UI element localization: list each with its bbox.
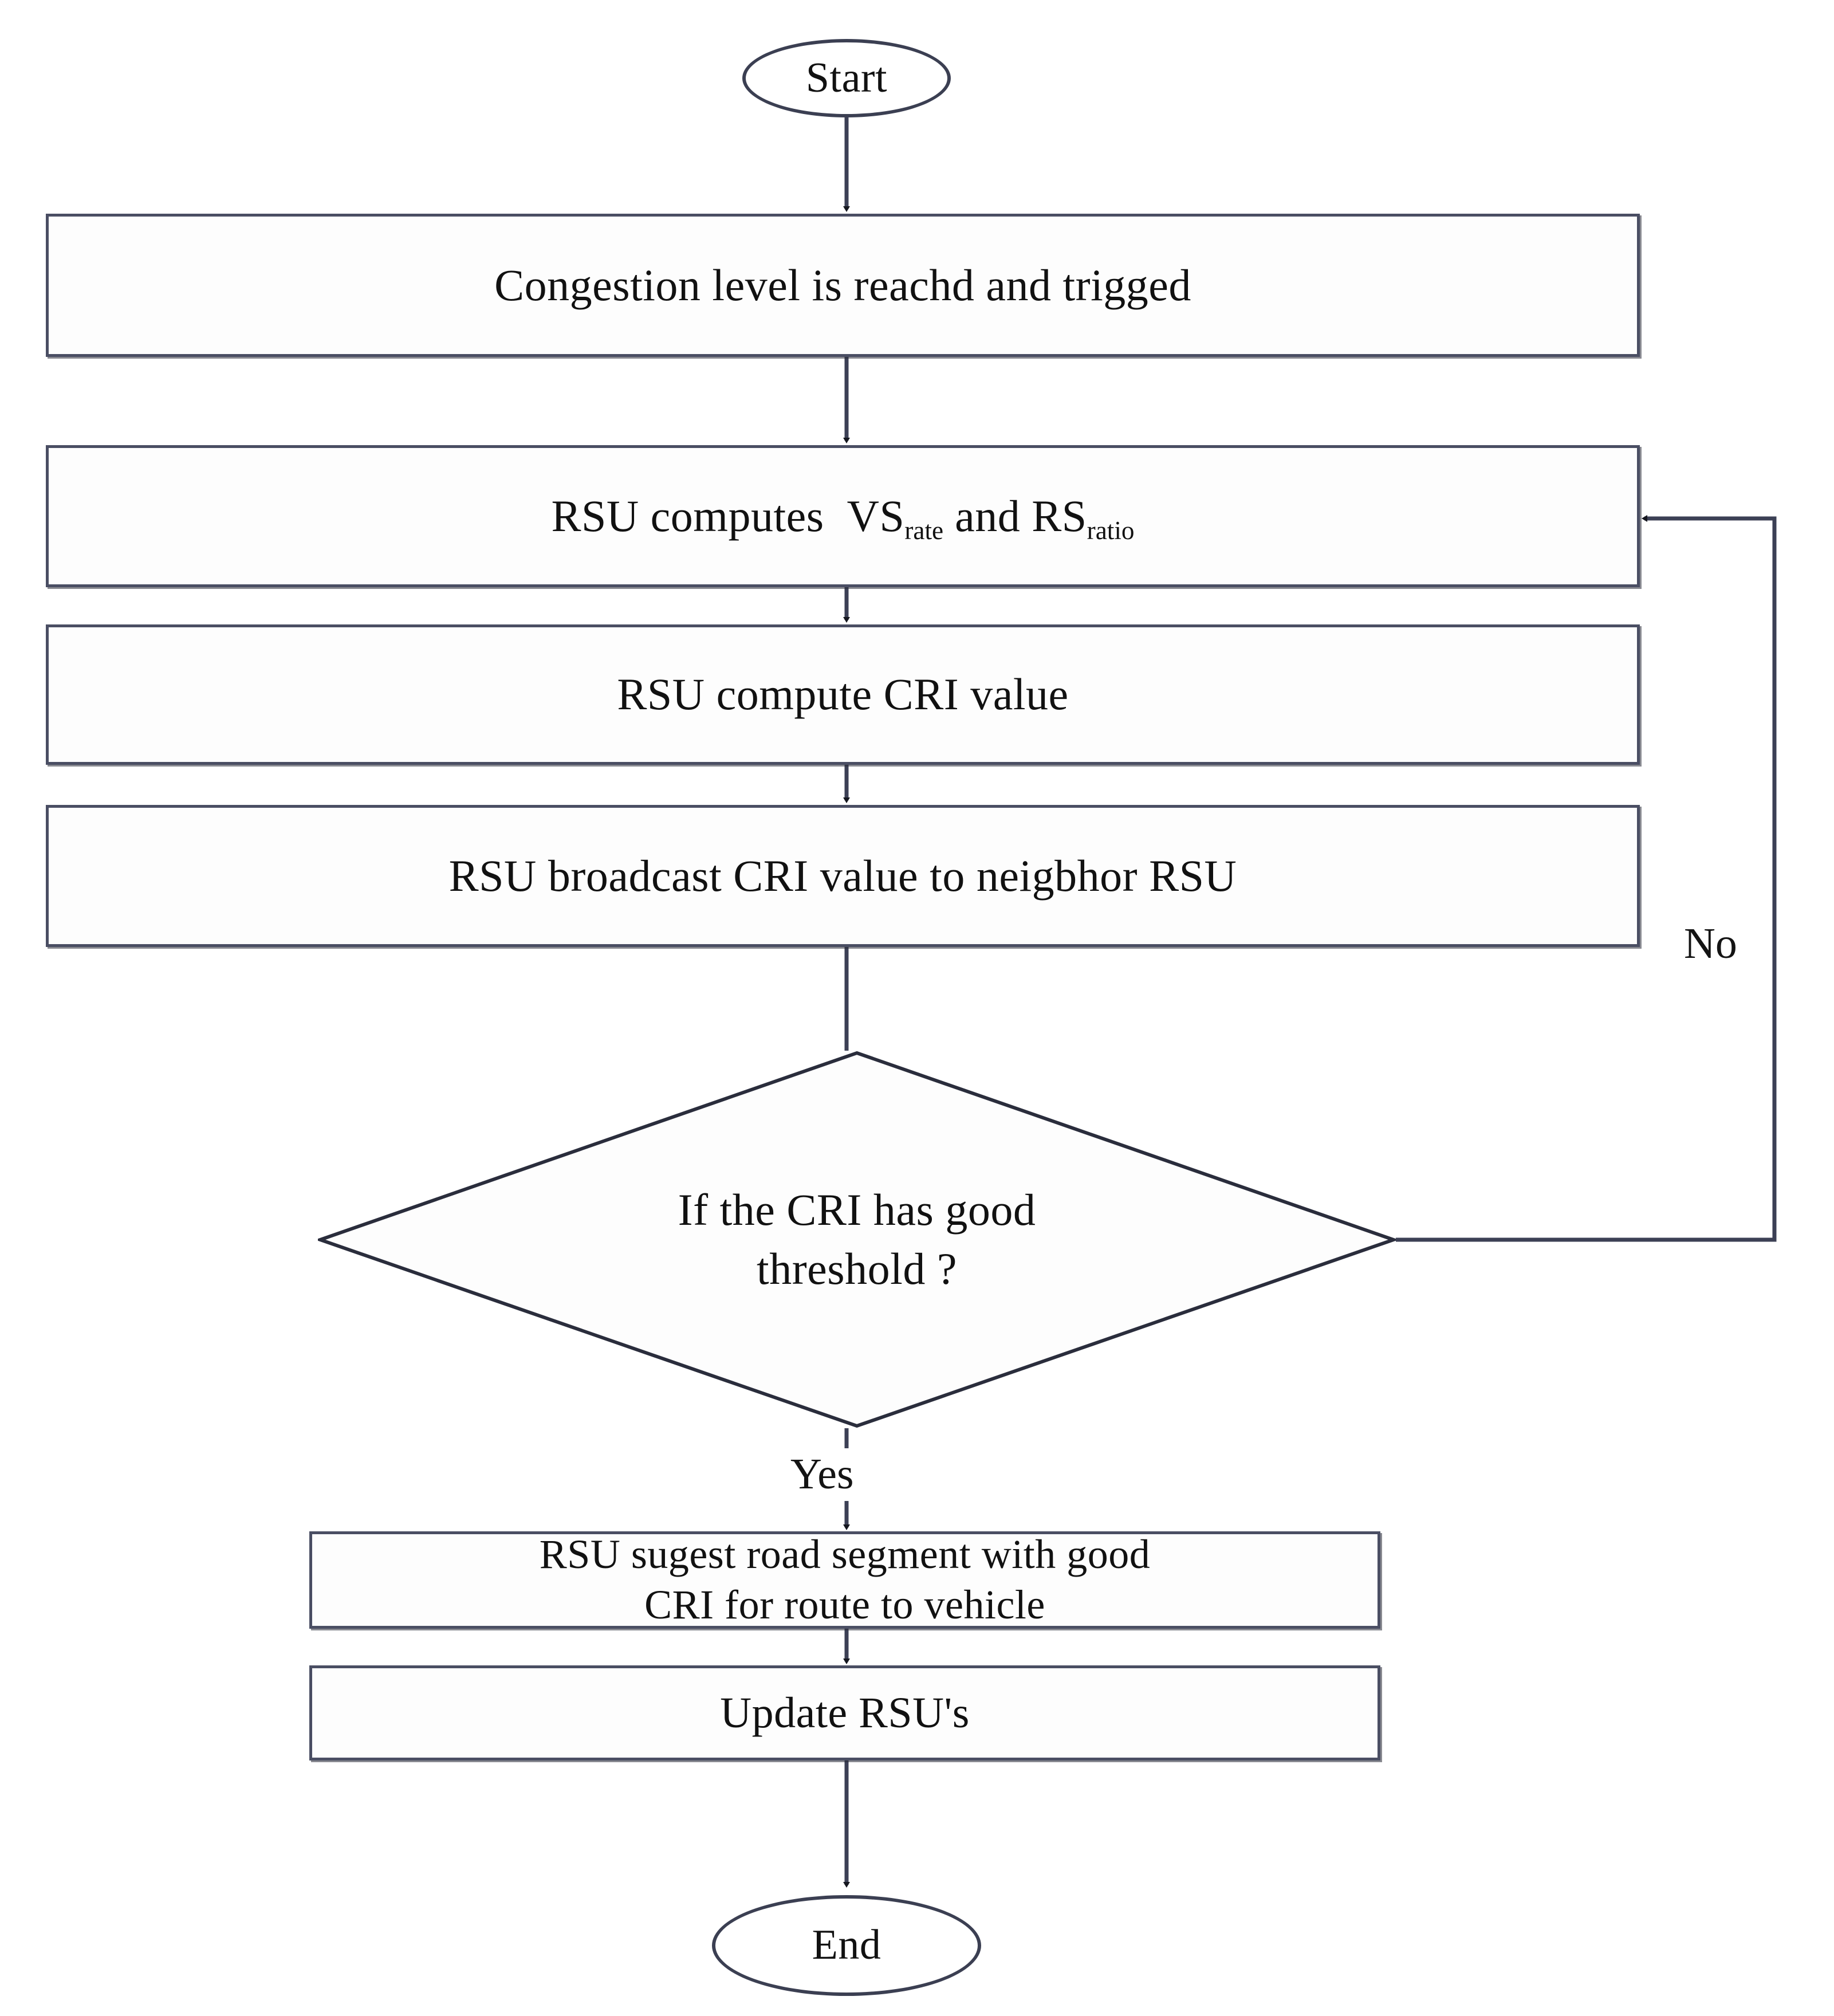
- computes-term2-sub: ratio: [1087, 516, 1135, 545]
- edge-label-no: No: [1678, 918, 1743, 970]
- computes-term1-base: VS: [847, 490, 905, 541]
- node-start[interactable]: Start: [742, 39, 951, 117]
- node-rsu-computes[interactable]: RSU computes VSrate and RSratio: [46, 445, 1640, 587]
- node-rsu-broadcast-cri[interactable]: RSU broadcast CRI value to neigbhor RSU: [46, 805, 1640, 947]
- node-rsu-compute-cri[interactable]: RSU compute CRI value: [46, 624, 1640, 765]
- node-congestion-level[interactable]: Congestion level is reachd and trigged: [46, 214, 1640, 357]
- node-rsu-suggest-route-line1: RSU sugest road segment with good: [539, 1531, 1151, 1578]
- node-rsu-computes-label: RSU computes VSrate and RSratio: [541, 487, 1144, 546]
- node-congestion-level-label: Congestion level is reachd and trigged: [494, 260, 1191, 310]
- edge-label-yes: Yes: [785, 1448, 860, 1500]
- computes-term1-sub: rate: [904, 516, 944, 545]
- decision-diamond-shape: [318, 1051, 1396, 1428]
- node-end-label: End: [812, 1921, 881, 1969]
- node-decision-cri-threshold[interactable]: If the CRI has good threshold ?: [318, 1051, 1396, 1428]
- node-end[interactable]: End: [712, 1895, 981, 1996]
- node-rsu-suggest-route-line2: CRI for route to vehicle: [644, 1582, 1045, 1628]
- node-rsu-broadcast-cri-label: RSU broadcast CRI value to neigbhor RSU: [448, 850, 1237, 901]
- node-update-rsus-label: Update RSU's: [720, 1688, 970, 1737]
- node-rsu-suggest-route[interactable]: RSU sugest road segment with good CRI fo…: [309, 1531, 1380, 1629]
- node-decision-label-line2: threshold ?: [757, 1243, 957, 1294]
- computes-prefix: RSU computes: [551, 490, 824, 541]
- node-decision-label-group: If the CRI has good threshold ?: [318, 1051, 1396, 1428]
- computes-term2-base: RS: [1032, 490, 1087, 541]
- edge-label-no-text: No: [1684, 919, 1737, 968]
- node-rsu-compute-cri-label: RSU compute CRI value: [617, 669, 1069, 720]
- node-update-rsus[interactable]: Update RSU's: [309, 1665, 1380, 1760]
- node-decision-label-line1: If the CRI has good: [678, 1184, 1036, 1235]
- node-start-label: Start: [805, 54, 888, 101]
- computes-conjunction: and: [955, 490, 1021, 541]
- edge-label-yes-text: Yes: [790, 1450, 854, 1498]
